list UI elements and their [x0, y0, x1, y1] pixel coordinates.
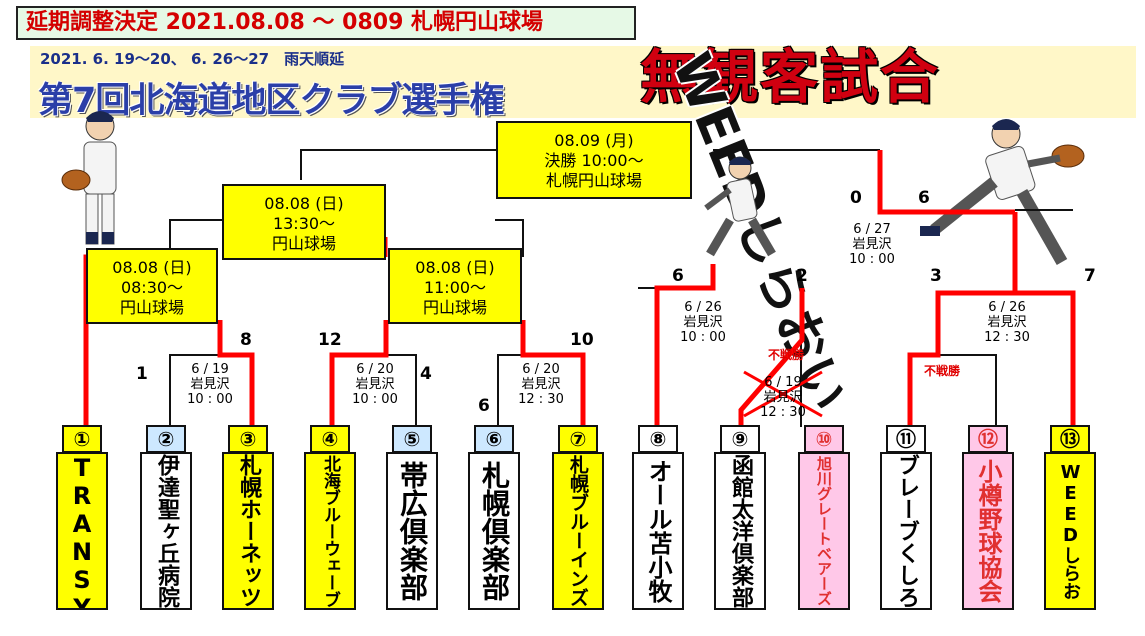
game-2-time: 10 : 00	[352, 392, 398, 407]
team-number-4: ④	[310, 425, 350, 453]
no-spectators-label: 無観客試合	[640, 43, 941, 111]
game-info-3: 6 / 20 岩見沢 12 : 30	[504, 362, 578, 407]
pitcher-illustration-center	[704, 156, 776, 257]
game-4-date: 6 / 26	[684, 300, 722, 315]
game-1-date: 6 / 19	[191, 362, 229, 377]
game-info-1: 6 / 19 岩見沢 10 : 00	[175, 362, 245, 407]
team-name-12: 小樽野球協会	[962, 452, 1014, 610]
team-name-6: 札幌倶楽部	[468, 452, 520, 610]
game-info-5-cancelled: 6 / 19 岩見沢 12 : 30	[746, 375, 820, 420]
quarterfinal-2-box: 08.08 (日) 11:00～ 円山球場	[388, 248, 522, 324]
score-g4-left: 6	[672, 266, 684, 286]
score-g6-left: 3	[930, 266, 942, 286]
team-number-13: ⑬	[1050, 425, 1090, 453]
semifinal-venue: 円山球場	[271, 234, 336, 253]
score-g3-right: 10	[570, 330, 594, 350]
team-number-7: ⑦	[558, 425, 598, 453]
schedule-notice: 延期調整決定 2021.08.08 ～ 0809 札幌円山球場	[16, 6, 636, 40]
qf2-venue: 円山球場	[422, 298, 487, 317]
game-2-date: 6 / 20	[356, 362, 394, 377]
score-g1-right: 8	[240, 330, 252, 350]
pitcher-illustration-right	[920, 119, 1085, 265]
game-5-time: 12 : 30	[760, 405, 806, 420]
game-5-venue: 岩見沢	[763, 390, 803, 405]
score-g4-right: 2	[796, 266, 808, 286]
qf2-date: 08.08 (日)	[415, 258, 495, 277]
team-number-10: ⑩	[804, 425, 844, 453]
tournament-dates: 2021. 6. 19～20、 6. 26～27 雨天順延	[40, 50, 345, 68]
team-number-11: ⑪	[886, 425, 926, 453]
team-number-9: ⑨	[720, 425, 760, 453]
semifinal-date: 08.08 (日)	[264, 194, 344, 213]
game-4-time: 10 : 00	[680, 330, 726, 345]
score-g7-right: 6	[918, 188, 930, 208]
score-g6-right: 7	[1084, 266, 1096, 286]
team-name-8: オール苫小牧	[632, 452, 684, 610]
team-name-11: ブレーブくしろ	[880, 452, 932, 610]
forfeit-label-1: 不戦勝	[768, 348, 805, 362]
team-name-4: 北海ブルーウェーブ	[304, 452, 356, 610]
qf2-time: 11:00～	[423, 278, 487, 297]
team-name-2: 伊達聖ヶ丘病院	[140, 452, 192, 610]
score-g7-left: 0	[850, 188, 862, 208]
final-time: 決勝 10:00～	[544, 151, 644, 170]
qf1-time: 08:30～	[120, 278, 184, 297]
score-g1-left: 1	[136, 364, 148, 384]
game-4-venue: 岩見沢	[683, 315, 723, 330]
game-1-venue: 岩見沢	[190, 377, 230, 392]
game-2-venue: 岩見沢	[355, 377, 395, 392]
team-name-5: 帯広倶楽部	[386, 452, 438, 610]
score-g2-left: 12	[318, 330, 342, 350]
final-game-box: 08.09 (月) 決勝 10:00～ 札幌円山球場	[496, 121, 692, 199]
game-info-6: 6 / 26 岩見沢 12 : 30	[970, 300, 1044, 345]
semifinal-box: 08.08 (日) 13:30～ 円山球場	[222, 184, 386, 260]
game-1-time: 10 : 00	[187, 392, 233, 407]
team-number-2: ②	[146, 425, 186, 453]
team-name-10: 旭川グレートベアーズ	[798, 452, 850, 610]
game-7-time: 10 : 00	[849, 252, 895, 267]
team-name-7: 札幌ブルーインズ	[552, 452, 604, 610]
forfeit-label-2: 不戦勝	[924, 364, 961, 378]
game-6-date: 6 / 26	[988, 300, 1026, 315]
game-3-date: 6 / 20	[522, 362, 560, 377]
team-number-5: ⑤	[392, 425, 432, 453]
game-7-date: 6 / 27	[853, 222, 891, 237]
cancelled-game-cross	[743, 370, 823, 418]
game-info-7: 6 / 27 岩見沢 10 : 00	[836, 222, 908, 267]
game-3-venue: 岩見沢	[521, 377, 561, 392]
score-g2-right: 4	[420, 364, 432, 384]
team-name-9: 函館太洋倶楽部	[714, 452, 766, 610]
final-venue: 札幌円山球場	[545, 171, 642, 190]
game-7-venue: 岩見沢	[852, 237, 892, 252]
tournament-title: 第7回北海道地区クラブ選手権	[38, 81, 504, 121]
game-6-time: 12 : 30	[984, 330, 1030, 345]
team-number-8: ⑧	[638, 425, 678, 453]
team-name-13: WEEDしらおい	[1044, 452, 1096, 610]
game-info-4: 6 / 26 岩見沢 10 : 00	[666, 300, 740, 345]
team-number-3: ③	[228, 425, 268, 453]
pitcher-illustration-left	[61, 111, 117, 245]
game-5-date: 6 / 19	[764, 375, 802, 390]
game-6-venue: 岩見沢	[987, 315, 1027, 330]
game-info-2: 6 / 20 岩見沢 10 : 00	[338, 362, 412, 407]
quarterfinal-1-box: 08.08 (日) 08:30～ 円山球場	[86, 248, 218, 324]
semifinal-time: 13:30～	[272, 214, 336, 233]
team-name-1: TRANSYS	[56, 452, 108, 610]
final-date: 08.09 (月)	[554, 131, 634, 150]
qf1-date: 08.08 (日)	[112, 258, 192, 277]
game-3-time: 12 : 30	[518, 392, 564, 407]
team-name-3: 札幌ホーネッツ	[222, 452, 274, 610]
team-number-6: ⑥	[474, 425, 514, 453]
team-number-1: ①	[62, 425, 102, 453]
score-g3-left: 6	[478, 396, 490, 416]
header-banner	[30, 46, 1136, 118]
qf1-venue: 円山球場	[119, 298, 184, 317]
team-number-12: ⑫	[968, 425, 1008, 453]
bracket-line-winner	[83, 150, 1076, 427]
